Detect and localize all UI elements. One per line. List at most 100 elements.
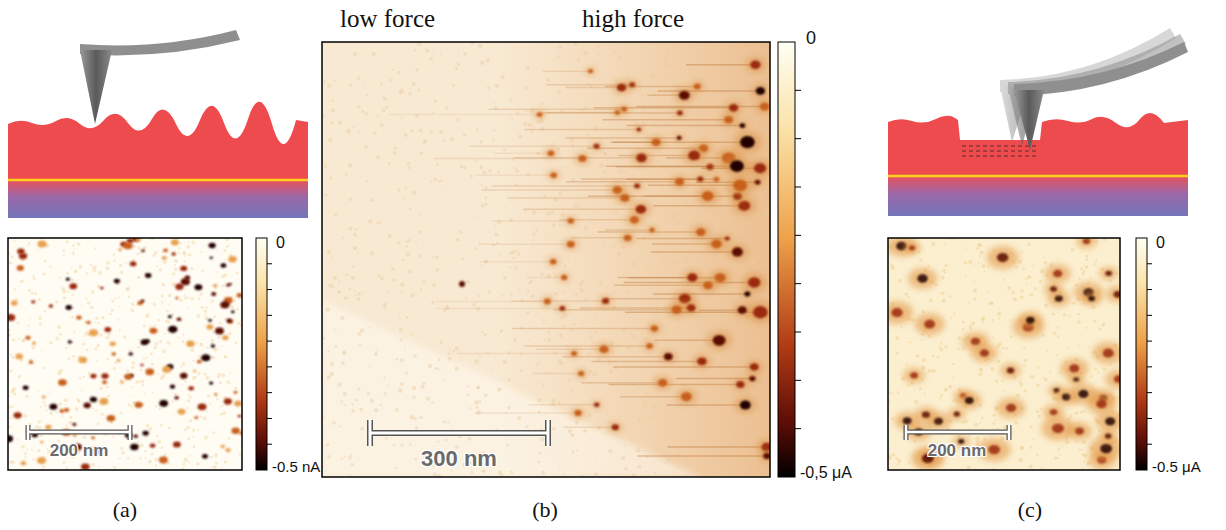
noise-dot [662, 260, 666, 264]
noise-dot [589, 370, 591, 372]
current-halo [737, 121, 748, 129]
noise-dot [210, 466, 212, 468]
noise-dot [65, 404, 67, 406]
noise-dot [618, 57, 622, 61]
scan-streak [536, 349, 604, 351]
noise-dot [610, 371, 613, 374]
noise-dot [542, 384, 544, 386]
noise-dot [603, 244, 605, 246]
noise-dot [1094, 367, 1097, 370]
current-spot [750, 363, 759, 370]
noise-dot [44, 367, 46, 369]
noise-dot [234, 296, 236, 298]
noise-dot [221, 467, 223, 469]
noise-dot [700, 114, 703, 117]
noise-dot [86, 297, 88, 299]
noise-dot [978, 262, 980, 264]
current-halo [667, 302, 687, 317]
noise-dot [648, 67, 650, 69]
noise-dot [234, 386, 237, 389]
noise-dot [432, 283, 436, 287]
current-spot [58, 379, 67, 386]
current-spot [69, 283, 77, 289]
noise-dot [171, 313, 174, 316]
noise-dot [385, 106, 388, 109]
noise-dot [919, 259, 922, 262]
noise-dot [406, 239, 410, 243]
noise-dot [632, 262, 637, 267]
noise-dot [1067, 347, 1069, 349]
current-spot [66, 278, 70, 281]
noise-dot [484, 333, 488, 337]
scan-streak [667, 446, 766, 448]
current-spot [100, 287, 104, 290]
current-halo [723, 156, 751, 177]
noise-dot [219, 322, 222, 325]
noise-dot [475, 160, 477, 162]
scan-streak [390, 114, 540, 116]
current-spot [725, 236, 730, 240]
noise-dot [350, 454, 352, 456]
noise-dot [979, 422, 981, 424]
noise-dot [204, 316, 208, 320]
noise-dot [160, 423, 163, 426]
current-halo [634, 126, 644, 133]
scan-streak [513, 157, 641, 159]
noise-dot [18, 338, 20, 340]
noise-dot [132, 304, 134, 306]
noise-dot [203, 309, 207, 313]
noise-dot [545, 233, 547, 235]
noise-dot [499, 330, 502, 333]
noise-dot [952, 376, 954, 378]
noise-dot [137, 253, 139, 255]
current-spot [213, 284, 218, 288]
noise-dot [153, 303, 156, 306]
current-halo [620, 232, 635, 243]
noise-dot [158, 331, 160, 333]
noise-dot [973, 289, 977, 293]
noise-dot [357, 105, 361, 109]
noise-dot [87, 372, 90, 375]
noise-dot [380, 277, 383, 280]
noise-dot [323, 80, 325, 82]
noise-dot [82, 343, 85, 346]
noise-dot [121, 281, 123, 283]
noise-dot [140, 444, 144, 448]
noise-dot [383, 377, 386, 380]
noise-dot [445, 439, 448, 442]
noise-dot [49, 412, 51, 414]
current-spot [201, 354, 210, 361]
noise-dot [944, 242, 946, 244]
noise-dot [928, 369, 932, 373]
current-halo [557, 304, 568, 312]
scan-streak [494, 152, 550, 154]
noise-dot [613, 354, 615, 356]
noise-dot [393, 151, 397, 155]
noise-dot [215, 461, 218, 464]
noise-dot [440, 179, 443, 182]
noise-dot [484, 196, 487, 199]
noise-dot [480, 140, 483, 143]
noise-dot [95, 321, 97, 323]
noise-dot [332, 421, 335, 424]
noise-dot [366, 94, 369, 97]
noise-dot [10, 417, 13, 420]
noise-dot [707, 398, 711, 402]
noise-dot [620, 394, 622, 396]
current-spot [679, 91, 690, 100]
noise-dot [542, 319, 545, 322]
noise-dot [187, 245, 191, 249]
noise-dot [710, 421, 714, 425]
noise-dot [596, 45, 599, 48]
current-spot [231, 310, 235, 313]
noise-dot [969, 435, 971, 437]
current-halo [631, 201, 652, 217]
current-spot [578, 371, 584, 376]
noise-dot [435, 367, 438, 370]
current-halo [643, 341, 656, 351]
noise-dot [651, 74, 655, 78]
noise-dot [1077, 320, 1080, 323]
current-spot [225, 448, 230, 452]
noise-dot [331, 99, 334, 102]
noise-dot [439, 368, 441, 370]
